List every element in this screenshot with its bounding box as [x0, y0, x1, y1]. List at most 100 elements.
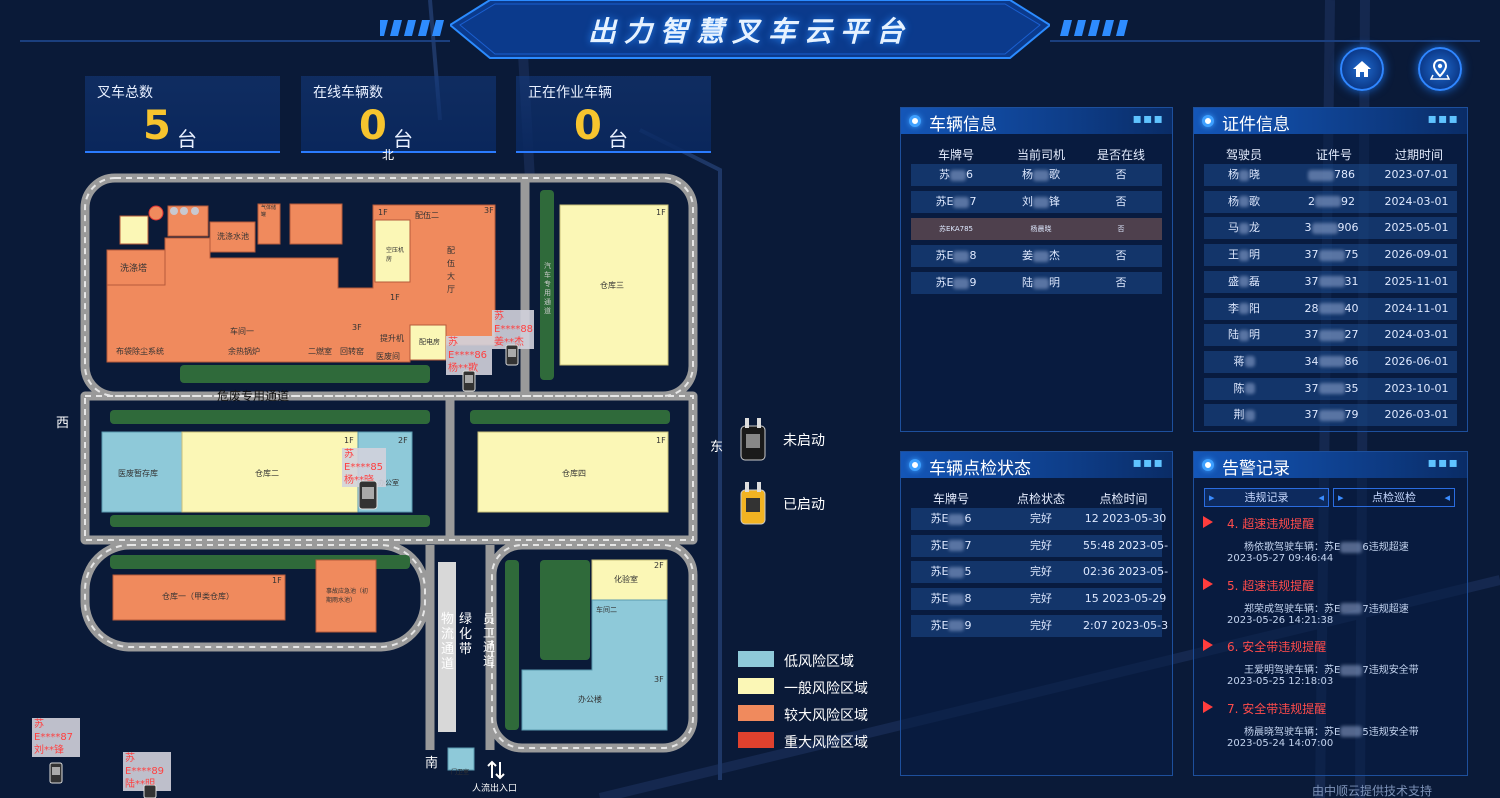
tab-inspection[interactable]: ▸点检巡检◂: [1333, 488, 1455, 507]
legend-label: 较大风险区域: [784, 708, 868, 724]
stat-unit: 台: [608, 127, 628, 151]
panel-header: 车辆信息▪▪▪: [901, 108, 1172, 135]
alarm-title: 4. 超速违规提醒: [1227, 517, 1315, 531]
building-label: 仓库二: [255, 469, 279, 478]
compass-east: 东: [710, 440, 724, 455]
panel-dot-icon: [909, 115, 921, 127]
legend-label: 重大风险区域: [784, 735, 868, 751]
alarm-title: 7. 安全带违规提醒: [1227, 701, 1327, 716]
tab-violation[interactable]: ▸违规记录◂: [1204, 488, 1329, 507]
floor-label: 1F: [344, 436, 354, 445]
road-label: 绿化带: [459, 612, 473, 657]
building-label: 布袋除尘系统: [116, 347, 164, 356]
header-left-line: [20, 40, 450, 42]
alarm-title: 5. 超速违规提醒: [1227, 578, 1315, 593]
forklift-icon[interactable]: [505, 344, 519, 366]
road-label: 危废专用通道: [217, 389, 290, 403]
road-label: 汽车专用通道: [544, 262, 551, 315]
building-label: 车间一: [230, 327, 254, 336]
building-label: 回转窑: [340, 347, 364, 356]
forklift-icon[interactable]: [358, 480, 378, 510]
stat-value: 0: [359, 103, 387, 149]
more-icon[interactable]: ▪▪▪: [1427, 455, 1459, 471]
stat-unit: 台: [393, 127, 413, 151]
floor-label: 1F: [656, 208, 666, 217]
building-label: 洗涤塔: [120, 264, 148, 274]
floor-label: 2F: [654, 561, 664, 570]
alarm-arrow-icon: [1203, 700, 1213, 713]
forklift-icon[interactable]: [462, 370, 476, 392]
home-button[interactable]: [1340, 47, 1384, 91]
building-label: 提升机: [380, 334, 404, 343]
building-label: 余热锅炉: [228, 347, 260, 356]
floor-label: 3F: [654, 675, 664, 684]
building-label: 空压机房: [386, 247, 405, 263]
legend-label: 低风险区域: [784, 654, 854, 670]
panel-title: 车辆点检状态: [929, 459, 1031, 479]
building-label: 仓库四: [562, 469, 586, 478]
stat-label: 正在作业车辆: [528, 85, 612, 101]
alarm-time: 2023-05-26 14:21:38: [1227, 614, 1334, 626]
forklift-icon[interactable]: [143, 784, 157, 798]
legend-swatch-general: [738, 678, 774, 694]
alarm-arrow-icon: [1203, 516, 1213, 528]
floor-label: 2F: [398, 436, 408, 445]
more-icon[interactable]: ▪▪▪: [1132, 111, 1164, 127]
building-label: 二燃室: [308, 347, 332, 356]
building-label: 配电房: [419, 338, 440, 346]
more-icon[interactable]: ▪▪▪: [1427, 111, 1459, 127]
header-left-stripes: [380, 20, 444, 36]
forklift-icon[interactable]: [49, 762, 63, 784]
legend-label: 一般风险区域: [784, 681, 868, 697]
home-icon: [1353, 61, 1371, 77]
building-label: 办公室: [378, 479, 399, 487]
compass-west: 西: [56, 416, 70, 431]
location-button[interactable]: [1418, 47, 1462, 91]
legend-swatch-low: [738, 651, 774, 667]
floor-label: 3F: [352, 323, 362, 332]
stat-label: 在线车辆数: [313, 85, 383, 101]
building-label: 仓库三: [600, 281, 624, 290]
stat-label: 叉车总数: [97, 85, 153, 101]
stat-unit: 台: [177, 127, 197, 151]
alarm-panel: 告警记录▪▪▪: [1193, 451, 1468, 776]
alarm-arrow-icon: [1203, 577, 1213, 590]
building-label: 医废暂存库: [118, 469, 158, 478]
building-label: 气体储罐: [261, 205, 277, 218]
building-label: 配伍二: [415, 211, 439, 220]
road-label: 物流通道: [441, 612, 455, 672]
map-pin-icon: [1429, 58, 1451, 80]
more-icon[interactable]: ▪▪▪: [1132, 455, 1164, 471]
stat-working-vehicles: 正在作业车辆 0 台: [516, 76, 711, 153]
header-right-line: [1050, 40, 1480, 42]
legend-on-label: 已启动: [783, 497, 825, 513]
panel-header: 证件信息▪▪▪: [1194, 108, 1467, 135]
building-label: 车间二: [596, 606, 617, 614]
